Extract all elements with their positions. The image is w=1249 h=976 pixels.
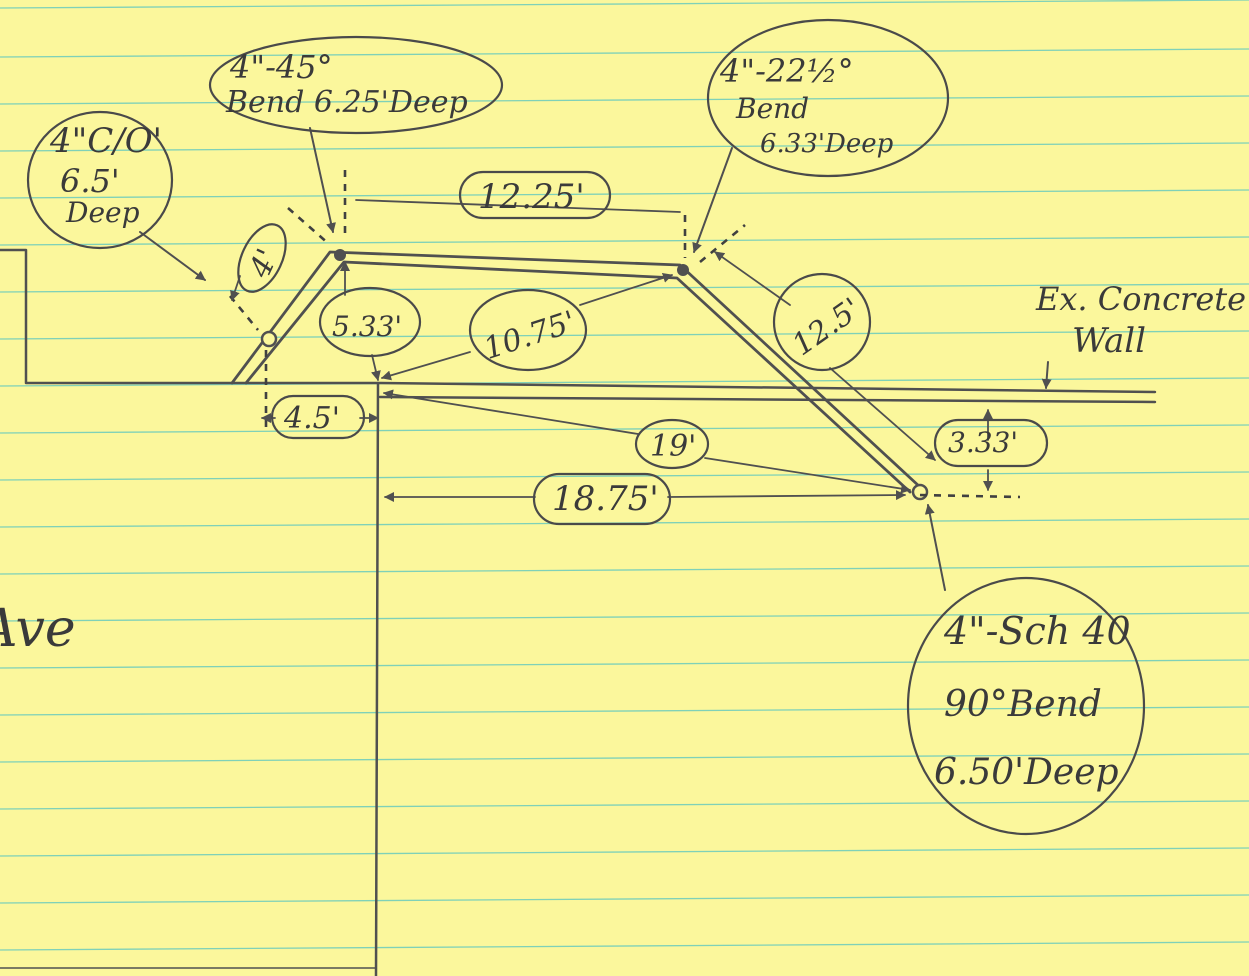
dim-12-25: 12.25' — [478, 177, 585, 217]
dim-5-33: 5.33' — [332, 310, 402, 343]
bend45-label-line1: 4"-45° — [229, 48, 333, 86]
bend90-fitting — [911, 483, 929, 501]
street-fragment: Ave — [0, 599, 76, 659]
bend45-label-line2: Bend 6.25'Deep — [225, 85, 468, 120]
dim-18-75-bubble — [532, 472, 672, 526]
bend90-label-line3: 6.50'Deep — [934, 752, 1119, 793]
bend22-label-line2: Bend — [735, 92, 809, 125]
building-outline — [0, 248, 1157, 976]
bend90-label-line1: 4"-Sch 40 — [943, 609, 1131, 653]
dim-18-75: 18.75' — [552, 479, 659, 519]
dim-4-5: 4.5' — [283, 401, 340, 436]
ruled-lines — [0, 0, 1249, 951]
cleanout-label-line2: 6.5' — [60, 162, 120, 200]
dim-12-5-bubble — [772, 272, 872, 372]
cleanout-label-line3: Deep — [65, 196, 140, 229]
cleanout-label-line1: 4"C/O' — [49, 121, 162, 161]
dim-3-33-bubble — [933, 418, 1049, 468]
dim-19: 19' — [650, 429, 696, 464]
bend22-label-line1: 4"-22½° — [719, 52, 854, 90]
cleanout-bubble — [26, 110, 174, 250]
handwriting: 4"C/O' 6.5' Deep 4"-45° Bend 6.25'Deep 4… — [0, 48, 1246, 793]
dim-5-33-bubble — [318, 286, 422, 358]
dim-3-33: 3.33' — [948, 426, 1018, 459]
dim-10-75-bubble — [468, 288, 588, 372]
bend22-fitting — [677, 264, 689, 276]
callout-bubbles — [26, 18, 1146, 836]
bend90-label-line2: 90°Bend — [944, 684, 1102, 725]
dim-4-bubble — [237, 223, 287, 293]
bend90-bubble — [906, 576, 1146, 836]
dim-10-75: 10.75' — [480, 305, 580, 367]
bend22-label-line3: 6.33'Deep — [760, 129, 894, 159]
reference-lines — [228, 170, 1021, 499]
dim-12-5: 12.5' — [786, 291, 868, 363]
pipe-run — [230, 249, 929, 501]
leader-arrows — [139, 127, 1052, 591]
dim-4: 4' — [242, 244, 286, 284]
wall-label-line1: Ex. Concrete — [1035, 280, 1246, 318]
dim-4-5-bubble — [270, 394, 366, 440]
dim-12-25-bubble — [458, 170, 612, 220]
bend45-bubble — [208, 35, 504, 135]
cleanout-fitting — [260, 330, 278, 348]
bend45-fitting — [334, 249, 346, 261]
bend22-bubble — [706, 18, 950, 178]
dim-19-bubble — [634, 418, 710, 470]
wall-label-line2: Wall — [1072, 321, 1146, 361]
